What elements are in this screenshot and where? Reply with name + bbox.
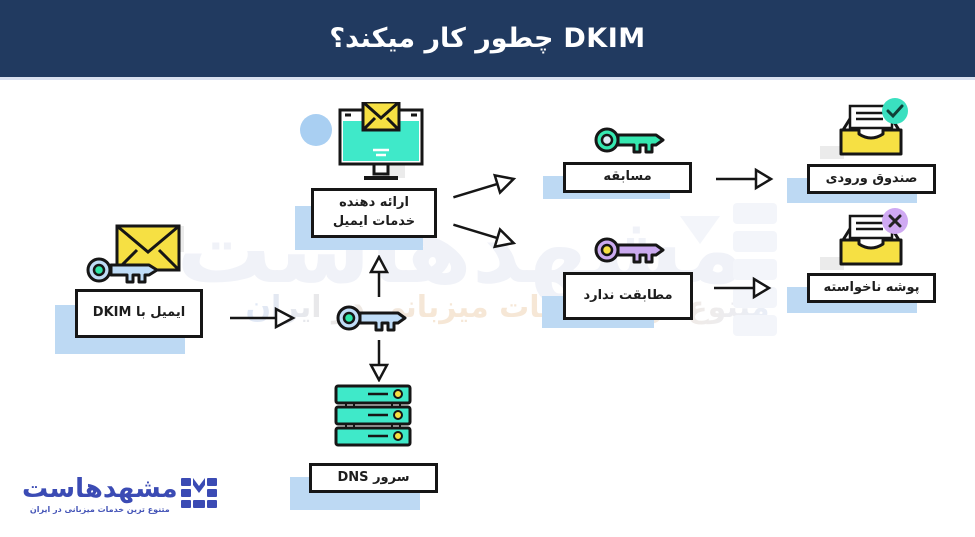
node-spam: پوشه ناخواسته [807, 273, 936, 303]
node-no-match: مطابقت ندارد [563, 272, 693, 320]
header-bar: DKIM چطور کار میکند؟ [0, 0, 975, 80]
brand-wordmark: مشهدهاست [22, 473, 178, 504]
node-no-match-label: مطابقت ندارد [583, 287, 673, 303]
key-teal-icon [594, 127, 665, 154]
page-title: DKIM چطور کار میکند؟ [329, 23, 646, 54]
node-email-dkim: ایمیل با DKIM [75, 289, 203, 338]
node-match-label: مسابقه [603, 169, 652, 185]
decor-gray-dash-inbox [820, 146, 844, 159]
node-spam-label: پوشه ناخواسته [823, 279, 920, 295]
arrow-email-to-key [230, 306, 296, 330]
node-dns-label: سرور DNS [337, 469, 410, 485]
arrow-key-to-dns [368, 340, 390, 382]
brand-tagline: متنوع ترین خدمات میزبانی در ایران [29, 504, 170, 514]
key-blue-icon [336, 305, 407, 332]
monitor-envelope-icon [338, 102, 424, 180]
envelope-key-icon [86, 224, 181, 284]
brand-logo-mark [180, 478, 217, 508]
inbox-x-icon [839, 208, 908, 266]
arrow-match-to-inbox [716, 167, 774, 191]
arrow-provider-to-no-match [453, 223, 517, 249]
node-provider-label-line2: خدمات ایمیل [332, 214, 416, 229]
watermark-logo-mark [733, 203, 777, 336]
server-icon [334, 384, 412, 447]
arrow-provider-to-match [453, 173, 517, 199]
node-dns: سرور DNS [309, 463, 438, 493]
node-inbox: صندوق ورودی [807, 164, 936, 194]
arrow-key-to-provider [368, 255, 390, 297]
node-inbox-label: صندوق ورودی [825, 170, 918, 186]
arrow-no-match-to-spam [714, 276, 772, 300]
node-match: مسابقه [563, 162, 692, 193]
key-purple-icon [594, 237, 665, 264]
brand-logo: مشهدهاست متنوع ترین خدمات میزبانی در ایر… [22, 474, 217, 514]
node-email-dkim-label: ایمیل با DKIM [92, 305, 186, 321]
node-provider: ارائه دهنده خدمات ایمیل [311, 188, 437, 238]
decor-blue-circle [300, 114, 332, 146]
decor-gray-dash-spam [820, 257, 844, 270]
inbox-check-icon [839, 98, 908, 156]
watermark-chevron [680, 216, 720, 244]
node-provider-label-line1: ارائه دهنده [339, 195, 409, 211]
